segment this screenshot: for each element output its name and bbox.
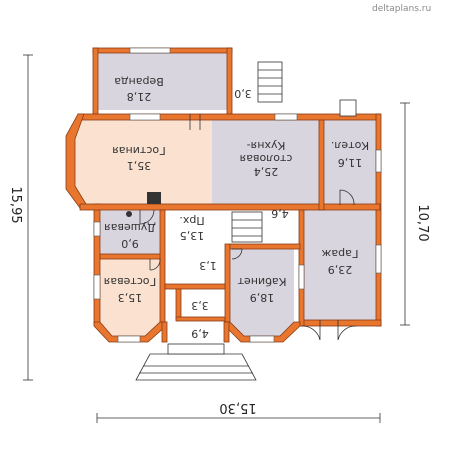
veranda-area: 21,8 bbox=[127, 90, 152, 103]
hall-floor bbox=[165, 210, 225, 256]
living-name: Гостиная bbox=[112, 144, 166, 157]
stair-entry bbox=[135, 353, 257, 381]
wall-garage-bottom bbox=[299, 319, 382, 327]
dim-right: 10,70 bbox=[415, 204, 430, 241]
window-veranda bbox=[129, 47, 171, 54]
doors bbox=[139, 114, 357, 341]
wall-corridor-wc bbox=[164, 283, 226, 290]
wall-living-bottom bbox=[79, 203, 381, 211]
entry-area: 4,9 bbox=[191, 327, 209, 340]
wall-shower-guest bbox=[99, 253, 161, 260]
wall-office-bay bbox=[224, 321, 301, 343]
veranda-name: Веранда bbox=[114, 75, 164, 88]
living-floor bbox=[70, 120, 212, 205]
guest-name: Гостевая bbox=[104, 275, 157, 288]
window-garage-right bbox=[375, 244, 382, 274]
wc-floor bbox=[180, 290, 224, 317]
hall-area: 13,5 bbox=[180, 229, 205, 242]
boiler-unit bbox=[339, 99, 357, 117]
dimension-lines bbox=[23, 54, 410, 423]
room-fills bbox=[70, 52, 377, 344]
guest-area: 15,3 bbox=[118, 291, 143, 304]
stair-top bbox=[257, 61, 283, 103]
wall-entry-left bbox=[161, 321, 168, 343]
wall-kitchen-boiler bbox=[318, 119, 325, 211]
guest-floor bbox=[100, 258, 160, 336]
stair-inner bbox=[231, 211, 263, 243]
small-top-floor bbox=[230, 76, 256, 110]
garage-area: 23,9 bbox=[328, 263, 353, 276]
wall-entry-right bbox=[223, 321, 230, 343]
dim-bottom: 15,30 bbox=[219, 400, 256, 415]
window-office-right bbox=[298, 264, 305, 290]
shower-name: Душевая bbox=[104, 221, 156, 234]
hall-name: Прх. bbox=[179, 214, 204, 227]
wall-main-right bbox=[375, 113, 382, 327]
door-guest bbox=[149, 258, 161, 271]
wc-area: 3,3 bbox=[191, 299, 209, 312]
small-top-area: 3,0 bbox=[234, 87, 252, 100]
windows bbox=[93, 47, 382, 343]
window-kitchen-top bbox=[274, 113, 298, 121]
window-boiler-right bbox=[375, 149, 382, 173]
garage-floor bbox=[304, 210, 377, 320]
boiler-floor bbox=[324, 120, 377, 205]
watermark: deltaplans.ru bbox=[372, 4, 431, 14]
wall-shower-hall bbox=[159, 209, 166, 323]
door-hall-shower bbox=[139, 209, 155, 225]
wall-wc-bottom bbox=[175, 316, 226, 322]
kitchen-area: 25,4 bbox=[254, 165, 279, 178]
living-area: 35,1 bbox=[127, 159, 152, 172]
kitchen-floor bbox=[212, 120, 320, 205]
shower-area: 9,0 bbox=[121, 237, 139, 250]
window-living-top bbox=[129, 113, 161, 121]
boiler-area: 11,6 bbox=[338, 156, 363, 169]
dimension-labels: 15,95 10,70 15,30 bbox=[8, 186, 430, 415]
door-boiler bbox=[339, 189, 355, 206]
kitchen-name-1: Кухня- bbox=[247, 139, 286, 152]
office-name: Кабинет bbox=[237, 275, 286, 288]
wall-main-top bbox=[77, 113, 381, 121]
wall-stair-office bbox=[229, 243, 301, 250]
corridor-area: 1,3 bbox=[199, 259, 217, 272]
wall-wc-left bbox=[175, 288, 182, 320]
office-area: 18,9 bbox=[250, 291, 275, 304]
kitchen-name-2: столовая bbox=[240, 152, 293, 165]
fireplace bbox=[147, 192, 161, 204]
window-guest-bay bbox=[117, 335, 141, 343]
porch-entry bbox=[167, 343, 225, 355]
shower-floor bbox=[100, 210, 160, 254]
office-floor bbox=[230, 248, 294, 336]
window-guest-left bbox=[93, 274, 101, 300]
door-office bbox=[231, 248, 243, 260]
boiler-name: Котел. bbox=[331, 139, 369, 152]
wall-veranda-left bbox=[92, 47, 99, 115]
window-office-bay bbox=[249, 335, 275, 343]
door-garage-2 bbox=[301, 320, 321, 341]
corridor-floor bbox=[165, 256, 227, 284]
door-garage bbox=[337, 320, 357, 341]
wall-veranda-right bbox=[226, 47, 233, 115]
veranda-floor bbox=[97, 52, 228, 110]
window-shower-left bbox=[93, 221, 101, 237]
entry-floor bbox=[167, 320, 224, 344]
stair-area-label: 4,6 bbox=[271, 207, 289, 220]
washbasin bbox=[126, 211, 132, 217]
dim-left: 15,95 bbox=[8, 186, 23, 223]
stairs bbox=[135, 61, 283, 381]
room-labels: Веранда 21,8 3,0 Гостиная 35,1 Кухня- ст… bbox=[104, 75, 369, 340]
wall-hall-stair bbox=[224, 243, 231, 323]
garage-name: Гараж bbox=[321, 247, 358, 260]
